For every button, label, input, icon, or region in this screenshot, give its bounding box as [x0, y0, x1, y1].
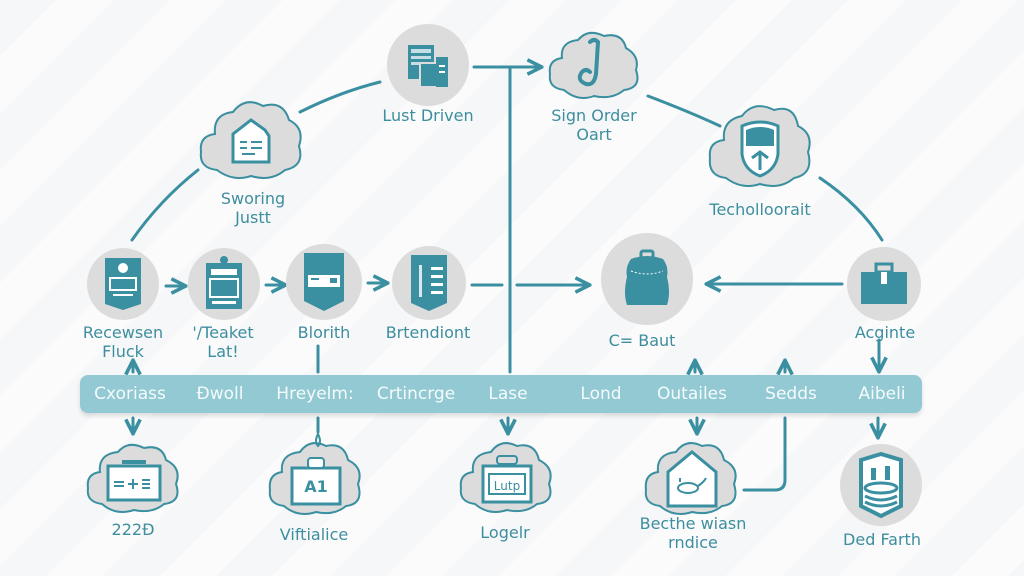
node-logeir-label: Logelr	[480, 523, 529, 542]
id-card-icon	[105, 258, 141, 310]
bag-icon	[625, 249, 669, 305]
a1-card-icon: A1	[290, 457, 342, 506]
label-line: '/Teaket	[192, 323, 254, 342]
node-vittialice-cloud[interactable]: A1	[264, 432, 368, 520]
node-techolloorait-label: Techolloorait	[709, 200, 810, 219]
node-c-baut-label: C= Baut	[609, 331, 676, 350]
node-swoning-cloud[interactable]	[195, 92, 307, 184]
label-line: Brtendiont	[385, 323, 471, 342]
node-vteaket[interactable]	[188, 248, 260, 320]
arc-left-lower	[130, 168, 200, 242]
node-vittialice-label: Viftialice	[280, 525, 348, 544]
node-2220-label: 222Ð	[112, 520, 155, 539]
label-line: Blorith	[297, 323, 351, 342]
bar-item-sedds[interactable]: Sedds	[765, 384, 817, 404]
svg-text:Lutp: Lutp	[494, 479, 520, 493]
label-line: C= Baut	[608, 331, 676, 350]
node-2220-cloud[interactable]	[84, 436, 184, 516]
node-sign-order-cloud[interactable]	[546, 26, 642, 102]
label-line: Becthe wiasn	[639, 514, 747, 533]
label-line: Sign Order	[551, 106, 637, 125]
bar-item-lase[interactable]: Lase	[488, 384, 528, 404]
node-blorith[interactable]	[286, 244, 362, 320]
node-becthe-cloud[interactable]	[640, 434, 744, 518]
label-line: 222Ð	[111, 520, 155, 539]
node-ded-farth-label: Ded Farth	[843, 530, 921, 549]
label-line: Viftialice	[279, 525, 349, 544]
label-line: Oart	[576, 125, 612, 144]
label-line: Ded Farth	[843, 530, 921, 549]
node-brtendiont[interactable]	[392, 246, 466, 320]
label-line: Sworing	[220, 189, 286, 208]
label-line: Fluck	[102, 342, 144, 361]
process-bar: Cxoriass Đwoll Hreyelm: Crtincrge Lase L…	[80, 375, 922, 413]
arc-left-upper	[298, 80, 382, 114]
label-line: Justt	[235, 208, 271, 227]
bar-item-lond[interactable]: Lond	[580, 384, 622, 404]
hook-icon	[577, 38, 601, 87]
arc-right-upper	[646, 94, 722, 128]
building-document-icon	[231, 118, 271, 164]
label-line: Logelr	[480, 523, 530, 542]
shield-icon	[740, 120, 780, 178]
node-logeir-cloud[interactable]: Lutp	[457, 434, 557, 516]
ticket-machine-icon	[206, 256, 242, 309]
label-line: Recewsen	[82, 323, 164, 342]
bar-item-dwoll[interactable]: Đwoll	[196, 384, 244, 404]
briefcase-icon	[861, 262, 907, 304]
label-line: Techolloorait	[709, 200, 811, 219]
node-acginte-label: Acginte	[855, 323, 915, 342]
node-becthe-label: Becthe wiasn rndice	[640, 514, 747, 552]
label-line: Lat!	[207, 342, 239, 361]
bookmark-card-icon	[304, 253, 344, 311]
bar-item-crtincrge[interactable]: Crtincrge	[376, 384, 456, 404]
document-list-icon	[411, 255, 447, 311]
office-buildings-icon	[408, 45, 449, 88]
node-lust-driven-label: Lust Driven	[382, 106, 473, 125]
node-techolloorait-cloud[interactable]	[704, 96, 816, 192]
node-blorith-label: Blorith	[298, 323, 351, 342]
sedds-to-becthe-connector	[742, 416, 787, 492]
node-recewsen[interactable]	[87, 248, 159, 320]
bar-item-cxoriass[interactable]: Cxoriass	[94, 384, 166, 404]
node-vteaket-label: '/Teaket Lat!	[192, 323, 253, 361]
house-icon	[666, 450, 718, 508]
bar-item-outailes[interactable]: Outailes	[656, 384, 728, 404]
node-swoning-label: Sworing Justt	[221, 189, 285, 227]
node-sign-order-label: Sign Order Oart	[551, 106, 636, 144]
node-lust-driven[interactable]	[387, 24, 469, 106]
node-acginte[interactable]	[847, 247, 921, 321]
arc-right-lower	[818, 176, 884, 242]
stadium-badge-icon	[859, 452, 903, 518]
luggage-icon: Lutp	[481, 455, 533, 504]
label-line: Lust Driven	[382, 106, 474, 125]
svg-text:A1: A1	[304, 477, 328, 496]
node-brtendiont-label: Brtendiont	[386, 323, 471, 342]
label-line: rndice	[668, 533, 718, 552]
label-line: Acginte	[854, 323, 916, 342]
calculator-case-icon	[106, 460, 162, 502]
node-c-baut[interactable]	[601, 233, 693, 325]
bar-item-aibeli[interactable]: Aibeli	[858, 384, 906, 404]
bar-item-hreyelm[interactable]: Hreyelm:	[276, 384, 354, 404]
node-ded-farth[interactable]	[840, 444, 922, 526]
node-recewsen-label: Recewsen Fluck	[83, 323, 163, 361]
